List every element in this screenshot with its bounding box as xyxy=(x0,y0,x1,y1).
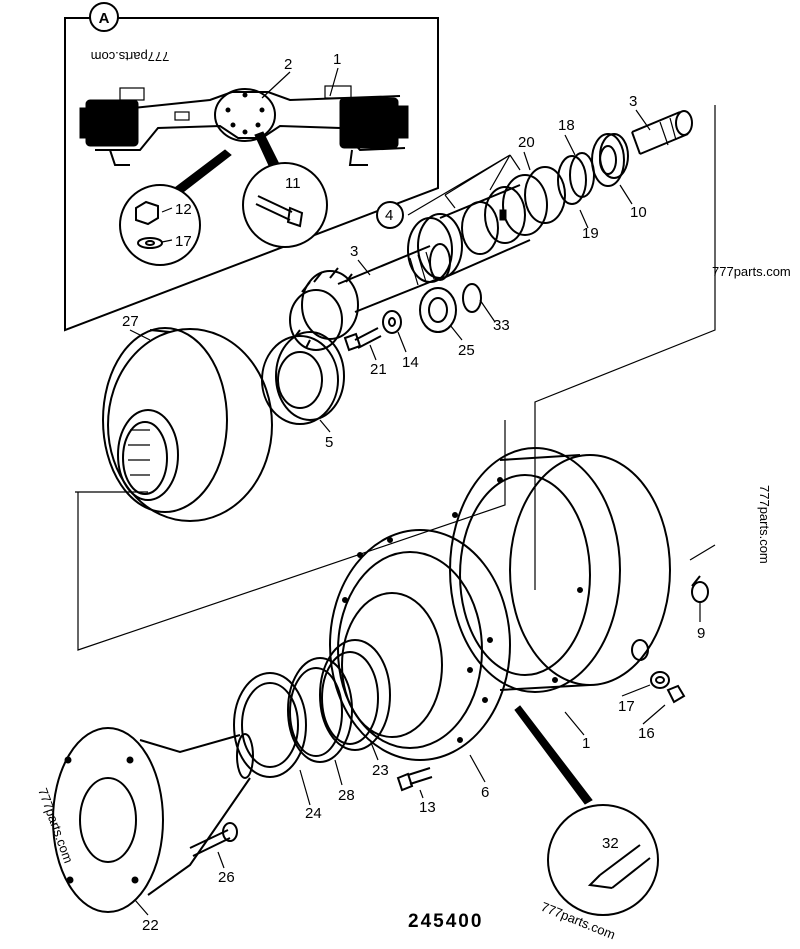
callout-32-sealant xyxy=(514,705,659,916)
label-26: 26 xyxy=(218,869,235,886)
label-23: 23 xyxy=(372,762,389,779)
label-14: 14 xyxy=(402,354,419,371)
leader-lines xyxy=(129,109,701,916)
plug-9-drawing xyxy=(691,575,709,603)
drawing-number: 245400 xyxy=(408,911,483,932)
drum-27-drawing xyxy=(102,327,273,522)
label-24: 24 xyxy=(305,805,322,822)
label-28: 28 xyxy=(338,787,355,804)
label-25: 25 xyxy=(458,342,475,359)
label-10: 10 xyxy=(630,204,647,221)
label-16: 16 xyxy=(638,725,655,742)
label-13: 13 xyxy=(419,799,436,816)
inset-watermark: 777parts.com xyxy=(91,49,170,64)
label-9: 9 xyxy=(697,625,705,642)
label-19: 19 xyxy=(582,225,599,242)
callout-2: 2 xyxy=(284,56,292,73)
label-33: 33 xyxy=(493,317,510,334)
cover-6-drawing xyxy=(329,529,511,761)
label-20: 20 xyxy=(518,134,535,151)
bolt-11-drawing xyxy=(255,195,304,228)
washer-17-plug-16-drawing xyxy=(650,671,686,704)
shaft-assembly-drawing xyxy=(261,110,693,425)
housing-1-drawing xyxy=(449,447,671,693)
label-17: 17 xyxy=(618,698,635,715)
nut-12-washer-17-drawing xyxy=(135,200,173,249)
callout-bracket-4 xyxy=(376,154,521,229)
label-21: 21 xyxy=(370,361,387,378)
callout-12: 12 xyxy=(175,201,192,218)
label-27: 27 xyxy=(122,313,139,330)
label-18: 18 xyxy=(558,117,575,134)
flange-22-drawing xyxy=(52,727,254,913)
construction-lines xyxy=(75,105,716,651)
callout-11: 11 xyxy=(285,175,301,192)
callout-1-inset: 1 xyxy=(333,51,341,68)
label-3-upper: 3 xyxy=(629,93,637,110)
label-1: 1 xyxy=(582,735,590,752)
watermark-right-top: 777parts.com xyxy=(712,264,791,279)
inset-panel-a: A 777parts.com 11 xyxy=(64,2,439,332)
label-3-lower: 3 xyxy=(350,243,358,260)
label-5: 5 xyxy=(325,434,333,451)
bolt-26-drawing xyxy=(189,822,238,857)
watermark-right-vertical: 777parts.com xyxy=(757,485,772,564)
label-32: 32 xyxy=(602,835,619,852)
label-4: 4 xyxy=(385,207,393,224)
axle-housing-drawing xyxy=(79,85,409,166)
label-22: 22 xyxy=(142,917,159,934)
inset-label: A xyxy=(99,10,110,27)
seal-rings-drawing xyxy=(233,639,391,778)
bolt-13-drawing xyxy=(396,767,433,792)
label-6: 6 xyxy=(481,784,489,801)
callout-17-inset: 17 xyxy=(175,233,192,250)
